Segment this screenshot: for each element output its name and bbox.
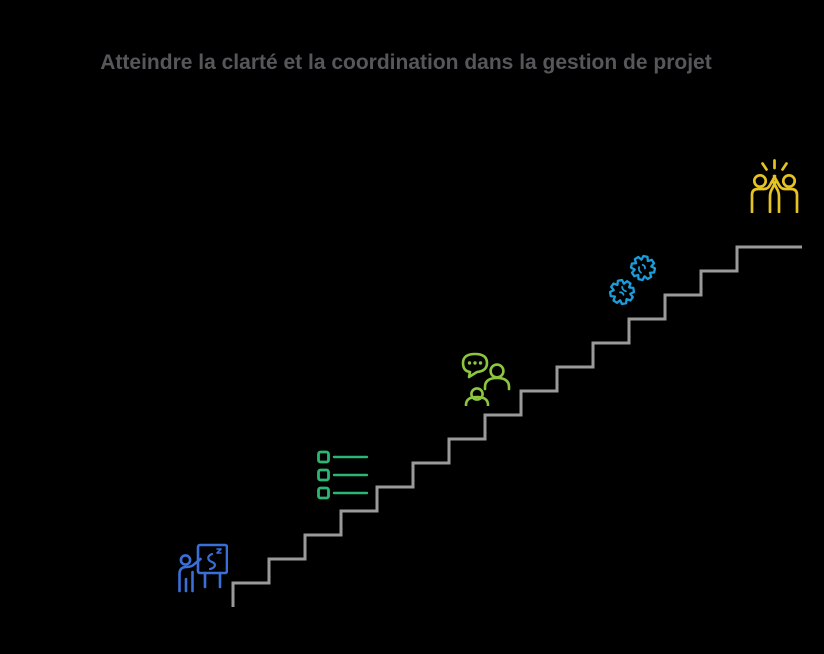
gears-hands-icon [605, 252, 661, 308]
checklist-icon [315, 447, 371, 503]
presenter-board-icon [172, 540, 228, 596]
diagram-title: Atteindre la clarté et la coordination d… [100, 51, 712, 74]
people-discussion-icon [456, 350, 514, 406]
high-five-icon [746, 157, 802, 213]
